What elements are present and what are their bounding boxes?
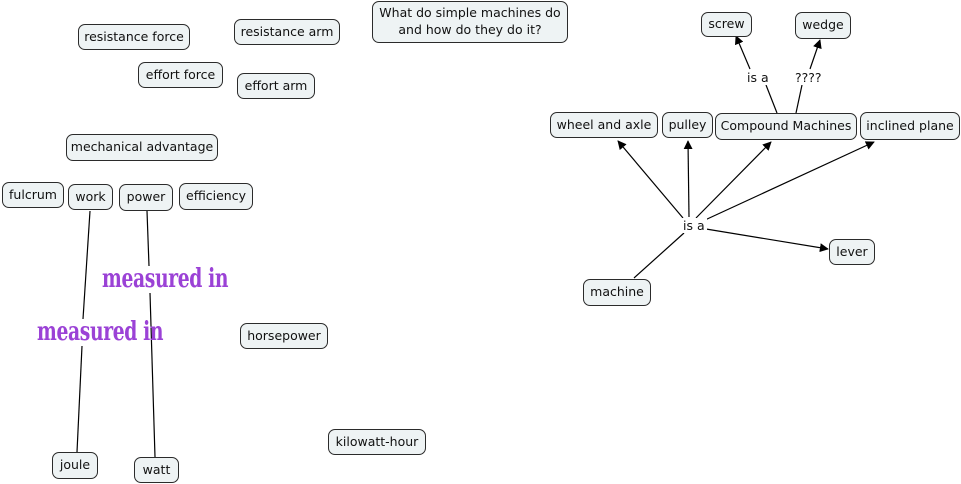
arrow-isa-to-pulley xyxy=(683,140,693,218)
link-measured-in-to-joule xyxy=(76,345,83,453)
concept-effort-force[interactable]: effort force xyxy=(138,62,223,88)
link-label-measured-in-work[interactable]: measured in xyxy=(37,317,164,347)
link-compound-to-unknown xyxy=(795,84,803,114)
arrow-isa-to-inclined-plane xyxy=(704,141,875,221)
concept-inclined-plane[interactable]: inclined plane xyxy=(860,112,960,140)
concept-wheel-and-axle[interactable]: wheel and axle xyxy=(550,112,658,138)
concept-machine[interactable]: machine xyxy=(583,279,651,306)
concept-efficiency[interactable]: efficiency xyxy=(179,183,253,210)
concept-fulcrum[interactable]: fulcrum xyxy=(2,182,64,208)
arrow-unknown-to-wedge xyxy=(809,39,822,70)
arrow-isa-to-wheel-and-axle xyxy=(617,140,684,219)
link-power-to-measured-in xyxy=(146,210,150,267)
concept-pulley[interactable]: pulley xyxy=(662,112,713,138)
concept-question[interactable]: What do simple machines do and how do th… xyxy=(372,1,568,43)
concept-effort-arm[interactable]: effort arm xyxy=(237,73,315,99)
concept-joule[interactable]: joule xyxy=(52,452,98,479)
concept-kilowatt-hour[interactable]: kilowatt-hour xyxy=(328,429,426,455)
concept-wedge[interactable]: wedge xyxy=(795,12,851,39)
concept-watt[interactable]: watt xyxy=(134,457,179,483)
link-machine-to-isa xyxy=(633,232,685,279)
concept-resistance-arm[interactable]: resistance arm xyxy=(234,19,340,45)
concept-work[interactable]: work xyxy=(68,184,113,210)
arrow-isa-to-compound-machines xyxy=(695,141,772,219)
concept-resistance-force[interactable]: resistance force xyxy=(78,24,190,50)
link-compound-to-isa xyxy=(765,84,778,114)
concept-mechanical-advantage[interactable]: mechanical advantage xyxy=(66,134,218,161)
concept-screw[interactable]: screw xyxy=(701,12,752,37)
concept-horsepower[interactable]: horsepower xyxy=(240,323,328,349)
concept-compound-machines[interactable]: Compound Machines xyxy=(715,113,857,140)
link-label-unknown-compound[interactable]: ???? xyxy=(793,70,824,85)
concept-lever[interactable]: lever xyxy=(829,239,875,265)
link-label-measured-in-power[interactable]: measured in xyxy=(102,264,229,294)
link-label-is-a-compound[interactable]: is a xyxy=(745,70,771,85)
concept-power[interactable]: power xyxy=(119,184,173,211)
arrow-isa-to-screw xyxy=(735,35,751,70)
link-work-to-measured-in xyxy=(82,210,91,320)
link-label-is-a-machine[interactable]: is a xyxy=(681,218,707,233)
arrow-isa-to-lever xyxy=(705,228,829,253)
link-measured-in-to-watt xyxy=(149,292,156,458)
